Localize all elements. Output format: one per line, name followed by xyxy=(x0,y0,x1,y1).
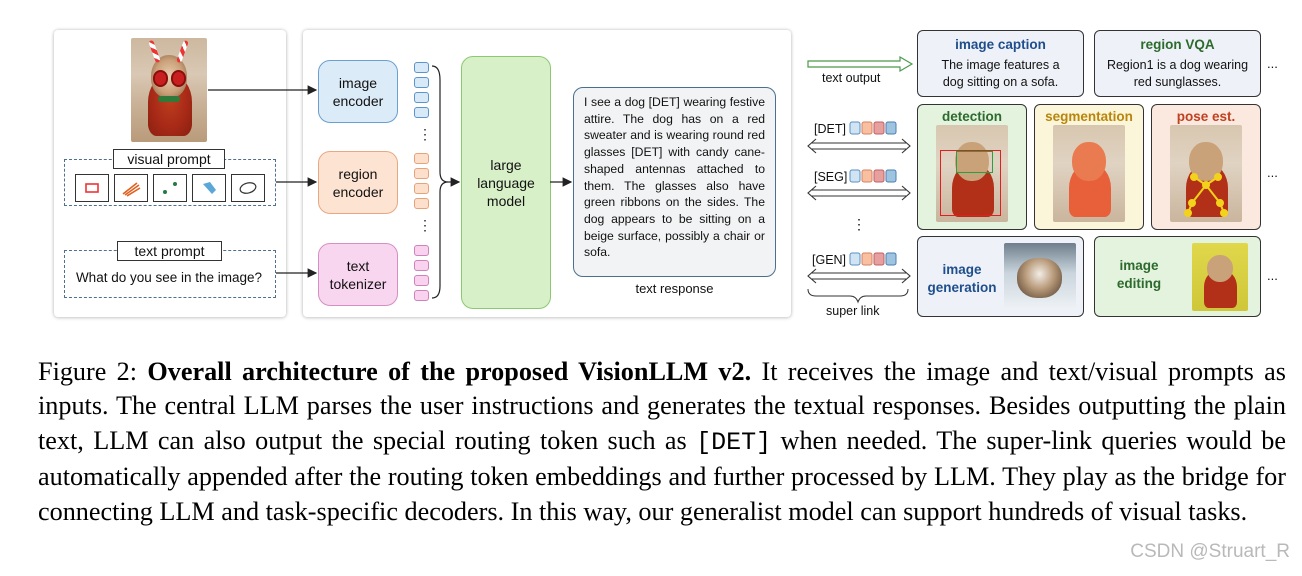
mask-sketch xyxy=(192,174,226,202)
row-more-2: ... xyxy=(1267,165,1278,180)
text-output-label: text output xyxy=(822,71,881,85)
caption-code: [DET] xyxy=(696,427,772,457)
text-token xyxy=(414,245,429,256)
scribble-sketch xyxy=(114,174,148,202)
region-token xyxy=(414,168,429,179)
image-generation-title: image generation xyxy=(927,262,997,295)
region-token xyxy=(414,153,429,164)
image-caption-title: image caption xyxy=(955,37,1046,52)
text-prompt-value: What do you see in the image? xyxy=(75,270,263,285)
segmentation-image xyxy=(1053,125,1125,222)
ellipse-sketch xyxy=(231,174,265,202)
region-vqa-box: region VQA Region1 is a dog wearing red … xyxy=(1094,30,1261,97)
region-vqa-title: region VQA xyxy=(1140,37,1215,52)
image-token xyxy=(414,92,429,103)
routing-ellipsis: ⋮ xyxy=(852,216,866,232)
text-prompt-label: text prompt xyxy=(117,241,222,261)
segmentation-title: segmentation xyxy=(1045,109,1133,124)
connector-overlay xyxy=(208,55,914,304)
image-caption-desc: The image features a dog sitting on a so… xyxy=(941,58,1060,89)
text-response-box: I see a dog [DET] wearing festive attire… xyxy=(573,87,776,277)
text-response-label: text response xyxy=(635,281,714,296)
gen-token-label: [GEN] xyxy=(812,253,847,267)
region-vqa-desc: Region1 is a dog wearing red sunglasses. xyxy=(1106,58,1249,89)
watermark: CSDN @Struart_R xyxy=(1130,541,1290,562)
region-token xyxy=(414,198,429,209)
pose-image xyxy=(1170,125,1242,222)
super-link-label: super link xyxy=(826,304,880,318)
caption-part2: when needed. The super-link queries woul… xyxy=(38,425,1286,526)
seg-token-label: [SEG] xyxy=(814,170,848,184)
token-ellipsis: ⋮ xyxy=(418,217,432,233)
image-caption-box: image caption The image features a dog s… xyxy=(917,30,1084,97)
row-more-1: ... xyxy=(1267,56,1278,71)
text-token xyxy=(414,275,429,286)
caption-prefix: Figure 2: xyxy=(38,357,148,386)
point-sketch xyxy=(153,174,187,202)
region-token xyxy=(414,183,429,194)
image-token xyxy=(414,77,429,88)
text-tokenizer: text tokenizer xyxy=(318,243,398,306)
det-token-label: [DET] xyxy=(814,122,846,136)
image-token xyxy=(414,62,429,73)
token-ellipsis: ⋮ xyxy=(418,126,432,142)
text-token xyxy=(414,260,429,271)
region-encoder: region encoder xyxy=(318,151,398,214)
image-editing-title: image editing xyxy=(1116,258,1162,291)
visual-prompt-label: visual prompt xyxy=(113,149,225,169)
generated-dog-image xyxy=(1004,243,1076,309)
caption-part1: It receives the image and text/visual pr… xyxy=(38,357,1286,455)
caption-title: Overall architecture of the proposed Vis… xyxy=(147,357,752,386)
pose-title: pose est. xyxy=(1176,109,1236,124)
text-token xyxy=(414,290,429,301)
figure-caption: Figure 2: Overall architecture of the pr… xyxy=(38,355,1286,529)
detection-image xyxy=(936,125,1008,222)
row-more-3: ... xyxy=(1267,268,1278,283)
image-token xyxy=(414,107,429,118)
box-sketch xyxy=(75,174,109,202)
input-dog-image xyxy=(131,38,207,142)
image-encoder: image encoder xyxy=(318,60,398,123)
edited-dog-image xyxy=(1192,243,1248,311)
large-language-model: large language model xyxy=(461,56,551,309)
detection-title: detection xyxy=(941,109,1002,124)
